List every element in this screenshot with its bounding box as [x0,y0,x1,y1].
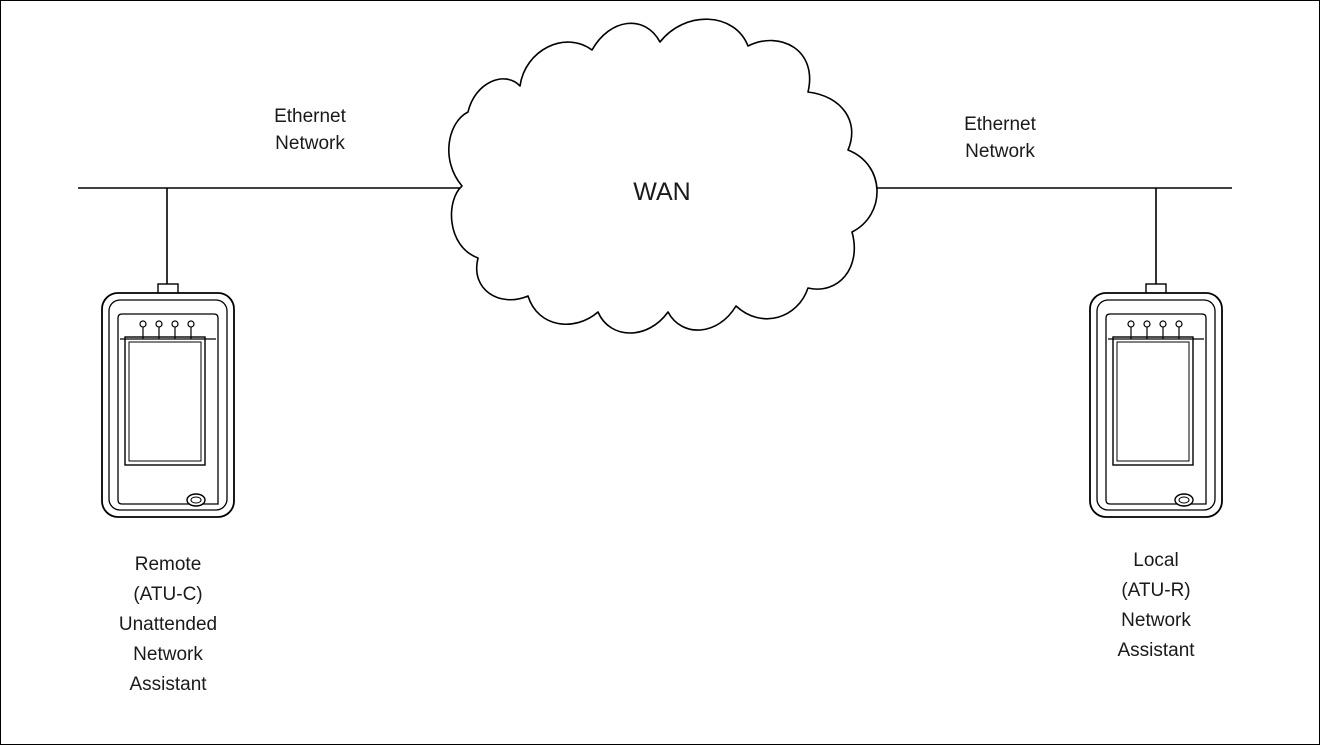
wan-cloud [448,18,878,334]
right-network-line2: Network [965,141,1035,162]
device-leds [139,320,195,328]
remote-device [101,283,235,518]
left-network-label: Ethernet Network [240,103,380,157]
device-body-outer [1089,292,1223,518]
device-body-inner [1096,299,1216,511]
remote-label-line: (ATU-C) [133,584,203,605]
device-body-inner [108,299,228,511]
remote-label-line: Assistant [129,674,207,695]
device-screen [124,336,206,466]
right-network-line1: Ethernet [964,114,1036,135]
local-device-label: Local (ATU-R) Network Assistant [1086,546,1226,666]
device-screen [1112,336,1194,466]
device-face [117,313,219,505]
local-label-line: Network [1121,610,1191,631]
remote-label-line: Network [133,644,203,665]
local-device [1089,283,1223,518]
right-network-label: Ethernet Network [930,111,1070,165]
remote-label-line: Unattended [118,614,218,635]
wan-label: WAN [612,177,712,207]
wan-label-text: WAN [633,178,691,206]
remote-device-label: Remote (ATU-C) Unattended Network Assist… [98,550,238,700]
remote-label-line: Remote [134,554,202,575]
device-face [1105,313,1207,505]
local-label-line: (ATU-R) [1121,580,1191,601]
left-network-line2: Network [275,133,345,154]
local-label-line: Assistant [1117,640,1195,661]
left-network-line1: Ethernet [274,106,346,127]
local-label-line: Local [1133,550,1179,571]
device-body-outer [101,292,235,518]
